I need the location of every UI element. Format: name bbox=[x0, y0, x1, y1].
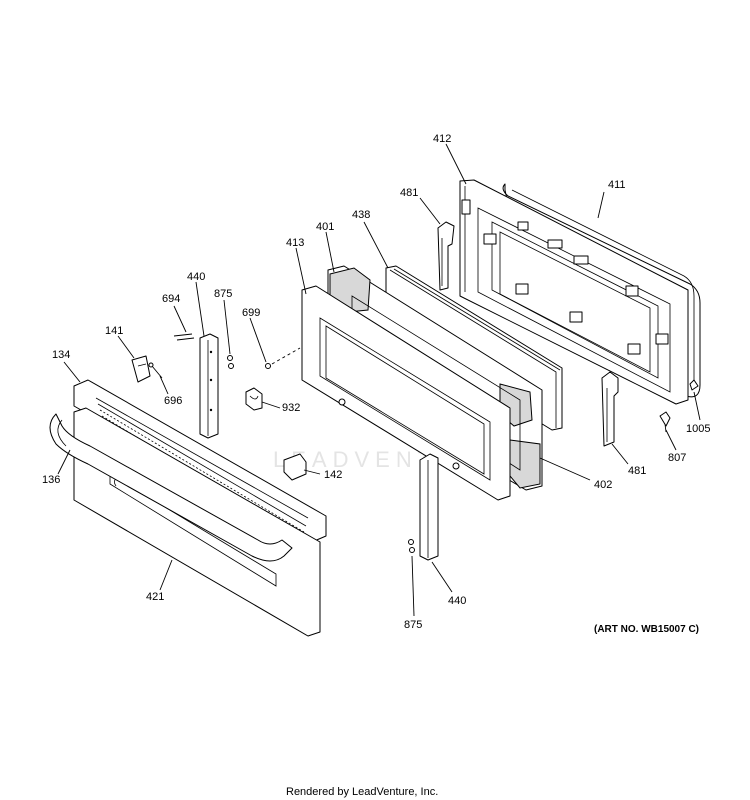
callout-694: 694 bbox=[162, 293, 180, 305]
callout-438: 438 bbox=[352, 209, 370, 221]
callout-labels: 412 411 481 438 401 413 440 875 694 699 … bbox=[42, 133, 710, 631]
callout-440-lower: 440 bbox=[448, 595, 466, 607]
part-875-upper-screws bbox=[227, 355, 234, 369]
leader-lines bbox=[57, 143, 701, 617]
callout-411: 411 bbox=[608, 179, 626, 191]
callout-932: 932 bbox=[282, 402, 300, 414]
callout-1005: 1005 bbox=[686, 423, 710, 435]
callout-807: 807 bbox=[668, 452, 686, 464]
callout-481-lower: 481 bbox=[628, 465, 646, 477]
callout-413: 413 bbox=[286, 237, 304, 249]
callout-421: 421 bbox=[146, 591, 164, 603]
part-481-lower-hinge bbox=[601, 371, 619, 447]
callout-136: 136 bbox=[42, 474, 60, 486]
callout-141: 141 bbox=[105, 325, 123, 337]
part-481-upper-hinge bbox=[437, 221, 455, 291]
callout-699: 699 bbox=[242, 307, 260, 319]
callout-402: 402 bbox=[594, 479, 612, 491]
part-807-screw bbox=[659, 411, 671, 433]
part-440-upper-channel bbox=[199, 333, 219, 439]
part-1005-pin bbox=[689, 379, 699, 391]
part-413-window-panel bbox=[301, 285, 511, 501]
part-142-hinge-block bbox=[283, 453, 307, 481]
part-875-lower-screws bbox=[408, 539, 415, 553]
art-number: (ART NO. WB15007 C) bbox=[594, 624, 699, 635]
callout-481-upper: 481 bbox=[400, 187, 418, 199]
callout-412: 412 bbox=[433, 133, 451, 145]
part-699-screw bbox=[265, 347, 301, 369]
part-694-pins bbox=[173, 333, 195, 341]
callout-134: 134 bbox=[52, 349, 70, 361]
callout-875-upper: 875 bbox=[214, 288, 232, 300]
footer-credit: Rendered by LeadVenture, Inc. bbox=[286, 786, 438, 798]
part-412-inner-door-frame bbox=[459, 179, 689, 405]
callout-142: 142 bbox=[324, 469, 342, 481]
part-932-clip bbox=[245, 387, 263, 411]
part-136-handle bbox=[49, 413, 293, 562]
callout-401: 401 bbox=[316, 221, 334, 233]
callout-875-lower: 875 bbox=[404, 619, 422, 631]
callout-696: 696 bbox=[164, 395, 182, 407]
part-440-lower-channel bbox=[419, 453, 439, 561]
callout-440-upper: 440 bbox=[187, 271, 205, 283]
part-696-screw bbox=[148, 362, 163, 379]
part-141-bracket bbox=[131, 355, 151, 383]
